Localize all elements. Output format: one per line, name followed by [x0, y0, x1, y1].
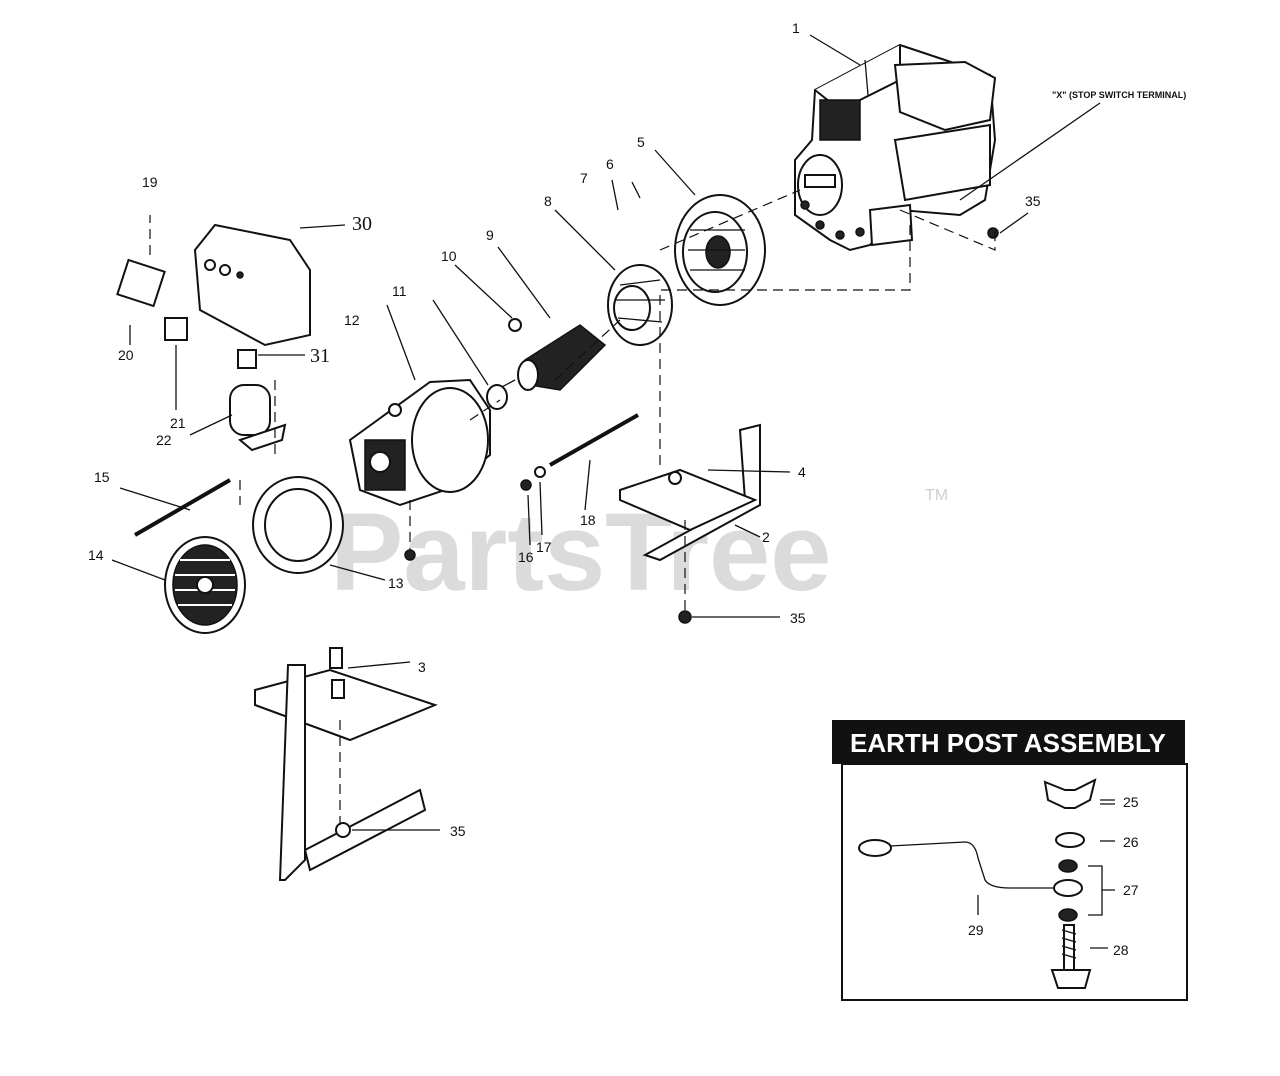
rotor-part-9[interactable]	[499, 324, 607, 391]
nut-35-a[interactable]	[987, 227, 999, 239]
nut-35-c[interactable]	[335, 822, 351, 838]
engine-part-1[interactable]	[794, 43, 997, 252]
earth-post-assembly-inset: EARTH POST ASSEMBLY 25 26 27 28 29	[832, 720, 1188, 1001]
callout-18: 18	[580, 512, 596, 528]
callout-11: 11	[392, 283, 407, 299]
mount-part-4[interactable]	[668, 471, 682, 485]
callout-27: 27	[1123, 882, 1139, 898]
lock-washer-part-27-bottom[interactable]	[1058, 908, 1078, 922]
callout-6: 6	[606, 156, 614, 172]
callout-19: 19	[142, 174, 158, 190]
ring-part-13[interactable]	[252, 476, 344, 574]
control-box-part-30[interactable]	[193, 223, 311, 347]
callout-3: 3	[418, 659, 426, 675]
fan-part-8[interactable]	[607, 264, 673, 346]
callout-35-b: 35	[790, 610, 806, 626]
earth-bolt-part-28[interactable]	[1050, 924, 1092, 989]
callout-20: 20	[118, 347, 134, 363]
lock-washer-part-27-top[interactable]	[1058, 859, 1078, 873]
bearing-part-11[interactable]	[486, 384, 508, 410]
callout-13: 13	[388, 575, 404, 591]
callout-10: 10	[441, 248, 457, 264]
wing-nut-part-25[interactable]	[1043, 778, 1097, 809]
nut-35-b[interactable]	[678, 610, 692, 624]
callout-15: 15	[94, 469, 110, 485]
callout-21: 21	[170, 415, 186, 431]
frame-bracket-part-2[interactable]	[619, 423, 761, 562]
earth-cable-part-29[interactable]	[858, 839, 892, 857]
callout-14: 14	[88, 547, 104, 563]
through-bolt-part-18[interactable]	[549, 413, 639, 467]
washer-part-26[interactable]	[1055, 832, 1085, 848]
capacitor-part-22[interactable]	[229, 384, 271, 436]
callout-28: 28	[1113, 942, 1129, 958]
switch-part-21[interactable]	[164, 317, 188, 341]
callout-16: 16	[518, 549, 534, 565]
connector-part-31[interactable]	[237, 349, 257, 369]
washer-part-17[interactable]	[534, 466, 546, 478]
receptacle-part-19[interactable]	[116, 258, 166, 308]
callout-22: 22	[156, 432, 172, 448]
callout-31: 31	[310, 345, 330, 367]
clip-part-22[interactable]	[237, 423, 287, 452]
callout-17: 17	[536, 539, 552, 555]
inset-frame	[841, 763, 1188, 1001]
stator-housing-part-5[interactable]	[674, 194, 766, 306]
callout-8: 8	[544, 193, 552, 209]
callout-5: 5	[637, 134, 645, 150]
key-part-10[interactable]	[508, 318, 522, 332]
nut-part-12[interactable]	[404, 549, 416, 561]
stop-switch-terminal-label: "X" (STOP SWITCH TERMINAL)	[1052, 90, 1186, 100]
callout-12: 12	[344, 312, 360, 328]
callout-30: 30	[352, 213, 372, 235]
callout-1: 1	[792, 20, 800, 36]
callout-29: 29	[968, 922, 984, 938]
callout-4: 4	[798, 464, 806, 480]
callout-35-c: 35	[450, 823, 466, 839]
callout-25: 25	[1123, 794, 1139, 810]
frame-bracket-part-3[interactable]	[254, 647, 438, 881]
callout-7: 7	[580, 170, 588, 186]
callout-26: 26	[1123, 834, 1139, 850]
callout-2: 2	[762, 529, 770, 545]
nut-part-16[interactable]	[520, 479, 532, 491]
inset-title-bar	[832, 720, 1185, 764]
inset-title: EARTH POST ASSEMBLY	[850, 728, 1166, 758]
callout-35-a: 35	[1025, 193, 1041, 209]
watermark-tm: TM	[925, 487, 948, 504]
callout-9: 9	[486, 227, 494, 243]
grill-cover-part-14[interactable]	[164, 536, 246, 634]
end-bell-part-12[interactable]	[348, 378, 491, 507]
